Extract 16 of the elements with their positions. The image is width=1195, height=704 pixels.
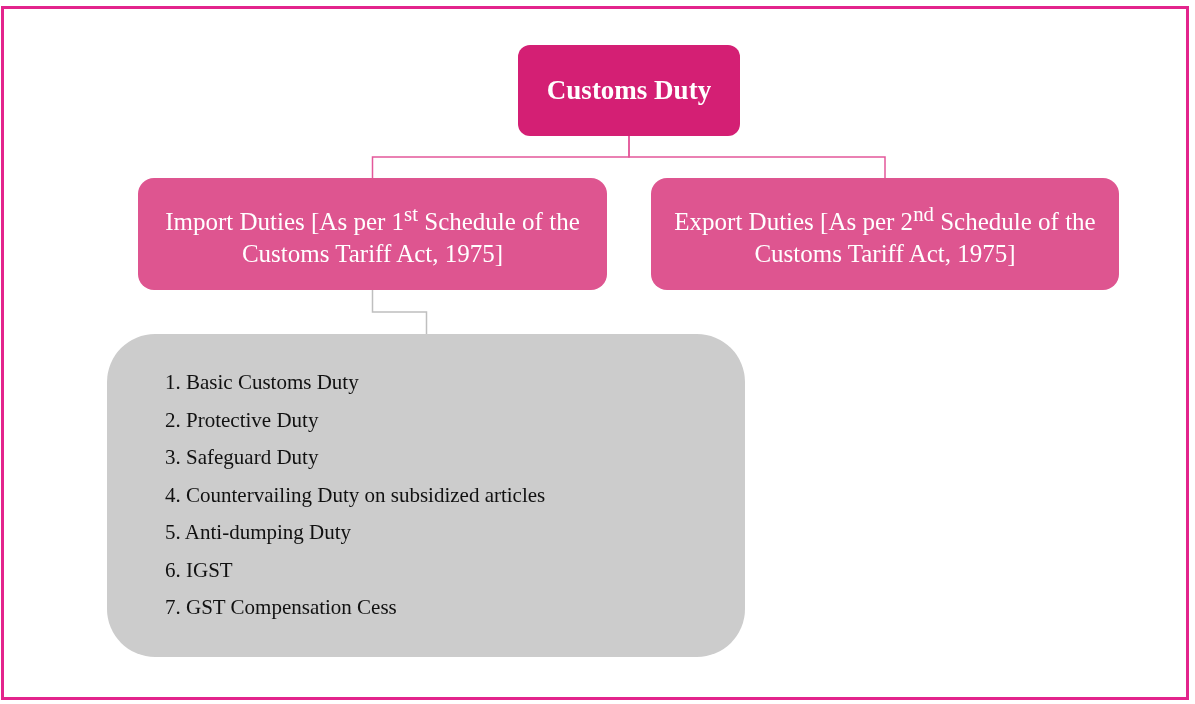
- category-box: [138, 178, 607, 290]
- list-item: 3. Safeguard Duty: [165, 444, 319, 472]
- category-text: Export Duties [As per 2$^{nd}$ Schedule of the Customs Tariff Act, 1975]: [673, 201, 1097, 269]
- list-item: 5. Anti-dumping Duty: [165, 519, 352, 547]
- list-box: [107, 334, 745, 657]
- category-box: [651, 178, 1119, 290]
- list-item: 1. Basic Customs Duty: [165, 369, 359, 397]
- title-text: Customs Duty: [546, 75, 712, 106]
- list-item: 6. IGST: [165, 556, 233, 584]
- connector-line: [371, 289, 428, 335]
- connector-line: [628, 135, 886, 179]
- list-item: 4. Countervailing Duty on subsidized articles: [165, 481, 546, 509]
- category-text: Import Duties [As per 1$^{st}$ Schedule of the Customs Tariff Act, 1975]: [164, 201, 581, 269]
- list-item: 7. GST Compensation Cess: [165, 594, 397, 622]
- title-box: [518, 45, 740, 136]
- list-item: 2. Protective Duty: [165, 406, 319, 434]
